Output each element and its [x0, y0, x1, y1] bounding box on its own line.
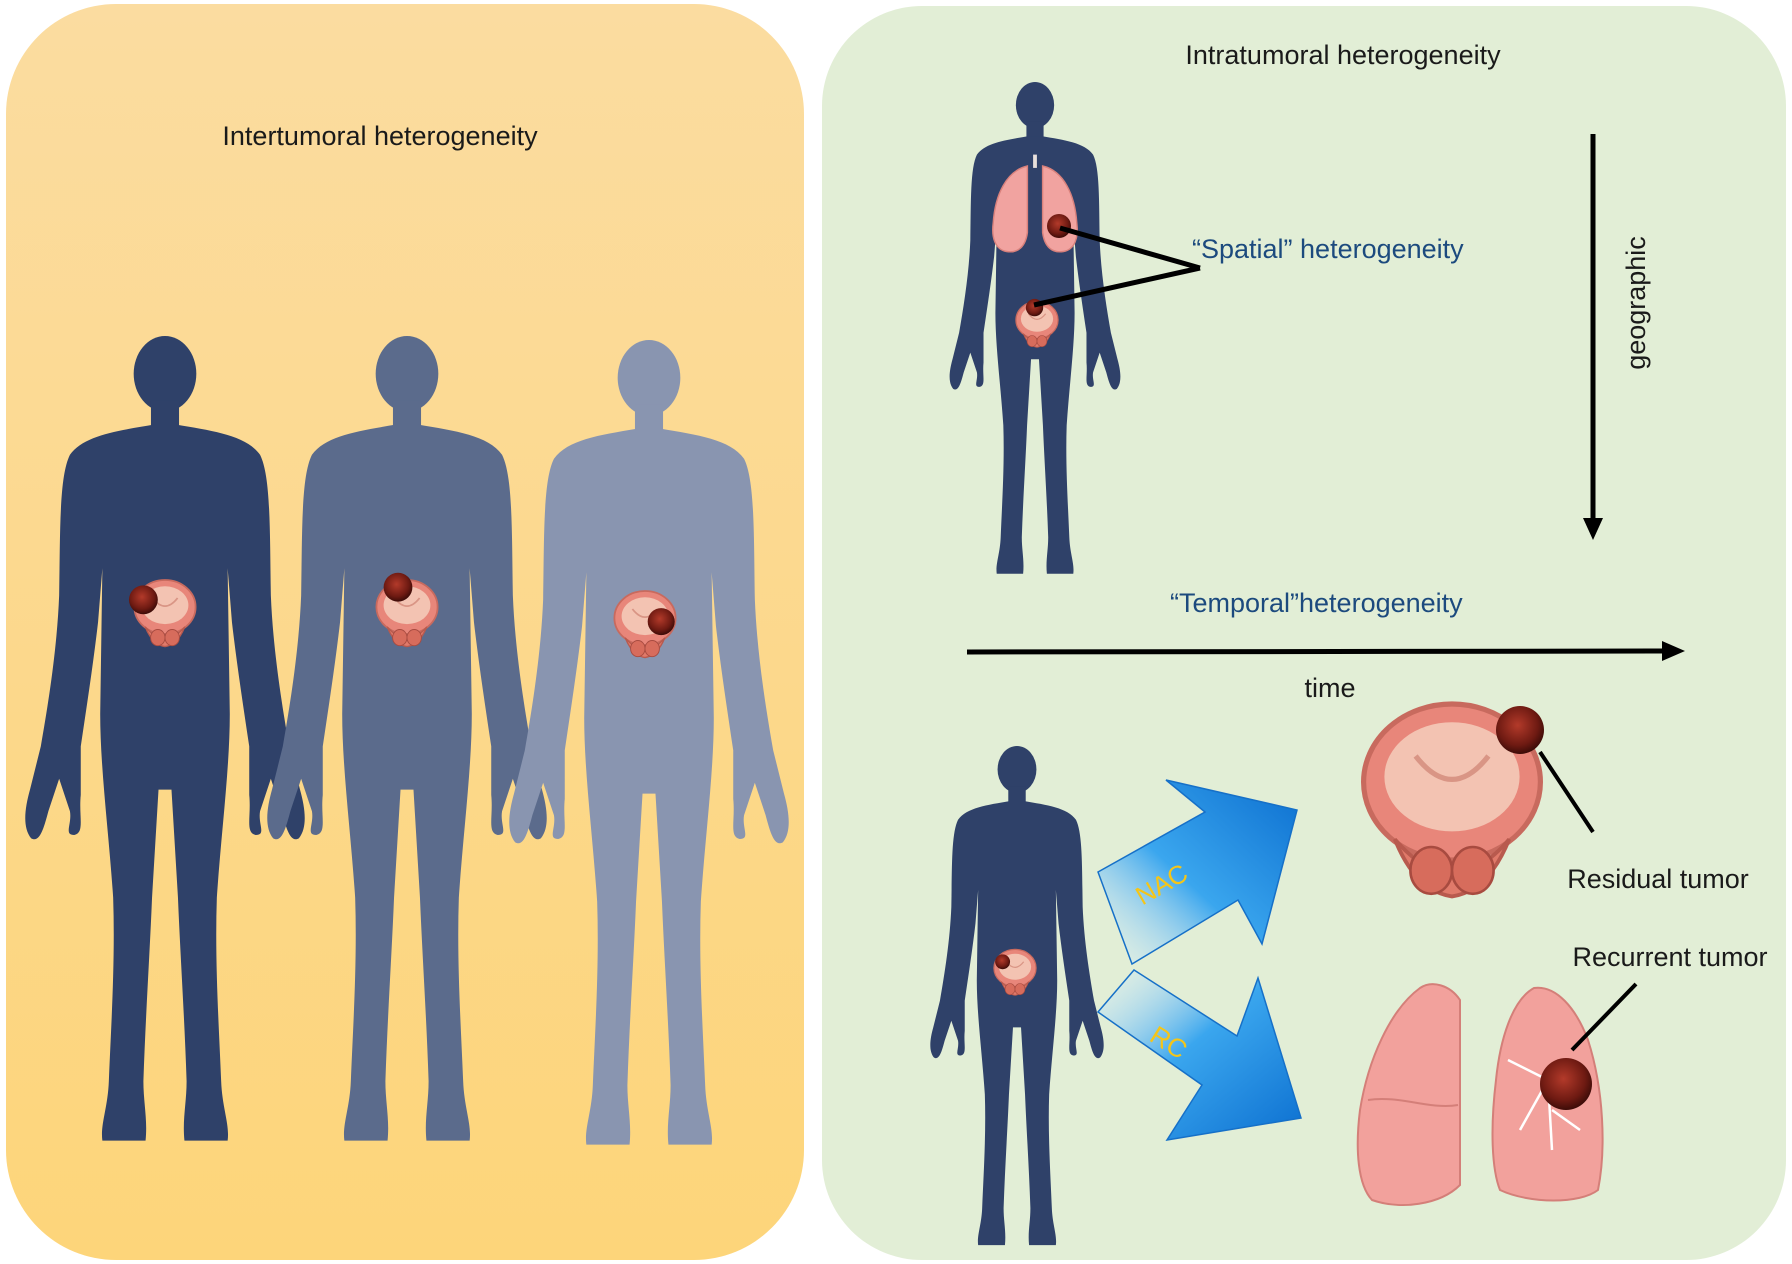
- left-lung-icon: [1356, 983, 1461, 1206]
- time-arrow-shaft: [966, 648, 1665, 655]
- patient-3-bladder-icon: [613, 590, 677, 659]
- spatial-pointer-line-lung: [1059, 225, 1201, 271]
- recurrent-tumor-pointer-line: [1570, 982, 1638, 1052]
- lung-tumor-icon: [1047, 214, 1071, 238]
- time-arrow-head-icon: [1662, 641, 1685, 661]
- patient-1-bladder-icon: [129, 579, 197, 648]
- residual-tumor-icon: [1496, 706, 1544, 754]
- temporal-heterogeneity-label: “Temporal”heterogeneity: [1170, 588, 1463, 618]
- spatial-pointer-line-bladder: [1033, 265, 1201, 308]
- geographic-label: geographic: [1621, 236, 1651, 370]
- time-label: time: [1304, 673, 1355, 703]
- recurrent-tumor-label: Recurrent tumor: [1572, 942, 1767, 972]
- temporal-bladder-tumor-icon: [995, 954, 1011, 970]
- patient-3-tumor-icon: [647, 608, 675, 636]
- geographic-arrow-head-icon: [1583, 518, 1603, 540]
- intratumoral-panel-background: [822, 6, 1786, 1260]
- temporal-bladder-icon: [993, 948, 1037, 996]
- recurrent-tumor-icon: [1540, 1058, 1592, 1110]
- intertumoral-title: Intertumoral heterogeneity: [222, 121, 538, 151]
- intratumoral-panel: Intratumoral heterogeneity “Spatial” het…: [822, 6, 1786, 1260]
- patient-2-bladder-icon: [375, 572, 439, 648]
- nac-treatment-arrow-icon: NAC: [1097, 779, 1298, 966]
- patient-1-tumor-icon: [129, 585, 158, 615]
- patient-2-tumor-icon: [383, 572, 413, 602]
- residual-tumor-label: Residual tumor: [1567, 864, 1749, 894]
- intertumoral-panel: Intertumoral heterogeneity: [6, 4, 804, 1260]
- spatial-heterogeneity-label: “Spatial” heterogeneity: [1192, 234, 1464, 264]
- intratumoral-title: Intratumoral heterogeneity: [1185, 40, 1501, 70]
- residual-tumor-pointer-line: [1538, 750, 1595, 834]
